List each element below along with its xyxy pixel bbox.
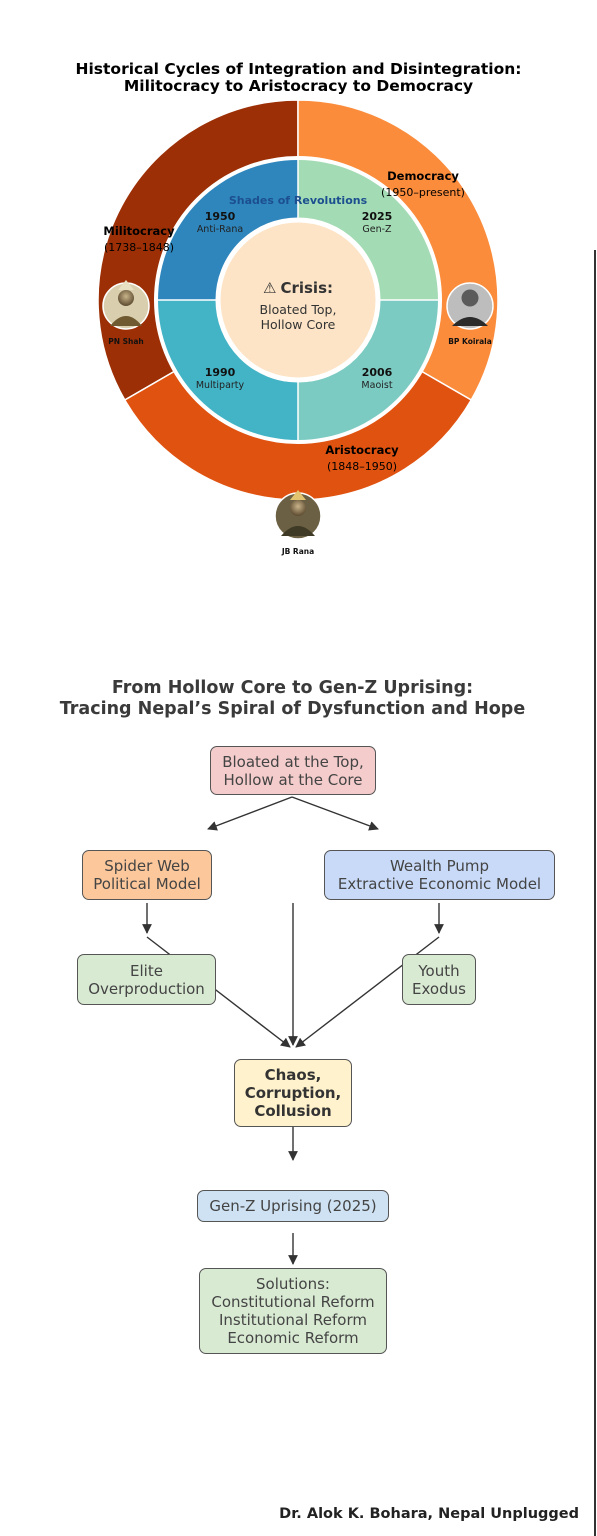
rev-2025-name: Gen-Z xyxy=(362,224,392,235)
portrait-bp-koirala xyxy=(446,282,494,330)
node-genz-uprising: Gen-Z Uprising (2025) xyxy=(197,1190,389,1222)
node-youth-exodus: Youth Exodus xyxy=(402,954,476,1005)
label-militocracy: Militocracy xyxy=(103,224,175,238)
caption-bp-koirala: BP Koirala xyxy=(448,337,492,346)
crisis-line2: Hollow Core xyxy=(261,317,336,332)
rev-2006-name: Maoist xyxy=(361,380,392,391)
label-militocracy-years: (1738–1848) xyxy=(104,241,174,254)
rev-2006-year: 2006 xyxy=(362,366,393,379)
node-bloated-top: Bloated at the Top, Hollow at the Core xyxy=(210,746,376,795)
label-aristocracy: Aristocracy xyxy=(325,443,399,457)
node-wealth-pump: Wealth Pump Extractive Economic Model xyxy=(324,850,555,900)
right-divider xyxy=(594,250,596,1536)
circle-diagram-title: Historical Cycles of Integration and Dis… xyxy=(0,61,597,95)
flow-title-line1: From Hollow Core to Gen-Z Uprising: xyxy=(111,678,474,698)
node-elite-overproduction: Elite Overproduction xyxy=(77,954,216,1005)
flow-title-line2: Tracing Nepal’s Spiral of Dysfunction an… xyxy=(59,699,526,719)
rev-2025-year: 2025 xyxy=(362,210,393,223)
author-credit: Dr. Alok K. Bohara, Nepal Unplugged xyxy=(279,1506,579,1522)
warning-icon: ⚠ xyxy=(263,279,276,297)
segment-militocracy xyxy=(97,99,299,402)
node-solutions: Solutions: Constitutional Reform Institu… xyxy=(199,1268,387,1354)
crisis-line1: Bloated Top, xyxy=(260,302,337,317)
caption-pn-shah: PN Shah xyxy=(108,337,144,346)
node-chaos: Chaos, Corruption, Collusion xyxy=(234,1059,352,1127)
node-spider-web: Spider Web Political Model xyxy=(82,850,212,900)
crisis-center xyxy=(215,217,381,383)
rev-1950-year: 1950 xyxy=(205,210,236,223)
quadrant-1990 xyxy=(158,300,298,440)
rev-1990-year: 1990 xyxy=(205,366,236,379)
label-democracy-years: (1950–present) xyxy=(381,186,465,199)
arrow-root-to-spider xyxy=(207,796,293,831)
rev-1990-name: Multiparty xyxy=(196,380,245,391)
crisis-title: ⚠Crisis: xyxy=(263,279,333,297)
quadrant-2006 xyxy=(298,300,438,440)
quadrant-1950 xyxy=(158,160,298,300)
label-aristocracy-years: (1848–1950) xyxy=(327,460,397,473)
quadrant-2025 xyxy=(298,160,438,300)
circle-title-line2: Militocracy to Aristocracy to Democracy xyxy=(123,77,474,95)
cycles-circle-diagram: Shades of Revolutions Militocracy (1738–… xyxy=(97,99,499,556)
segment-aristocracy xyxy=(123,368,473,501)
circle-title-line1: Historical Cycles of Integration and Dis… xyxy=(75,60,522,78)
rev-1950-name: Anti-Rana xyxy=(197,224,243,235)
portrait-jb-rana xyxy=(274,490,322,540)
caption-jb-rana: JB Rana xyxy=(281,547,314,556)
segment-democracy xyxy=(297,99,499,402)
flow-diagram-title: From Hollow Core to Gen-Z Uprising: Trac… xyxy=(0,678,585,720)
arrow-root-to-wealth xyxy=(291,796,379,831)
inner-ring-label: Shades of Revolutions xyxy=(229,194,368,207)
portrait-pn-shah xyxy=(102,280,150,330)
label-democracy: Democracy xyxy=(387,169,459,183)
